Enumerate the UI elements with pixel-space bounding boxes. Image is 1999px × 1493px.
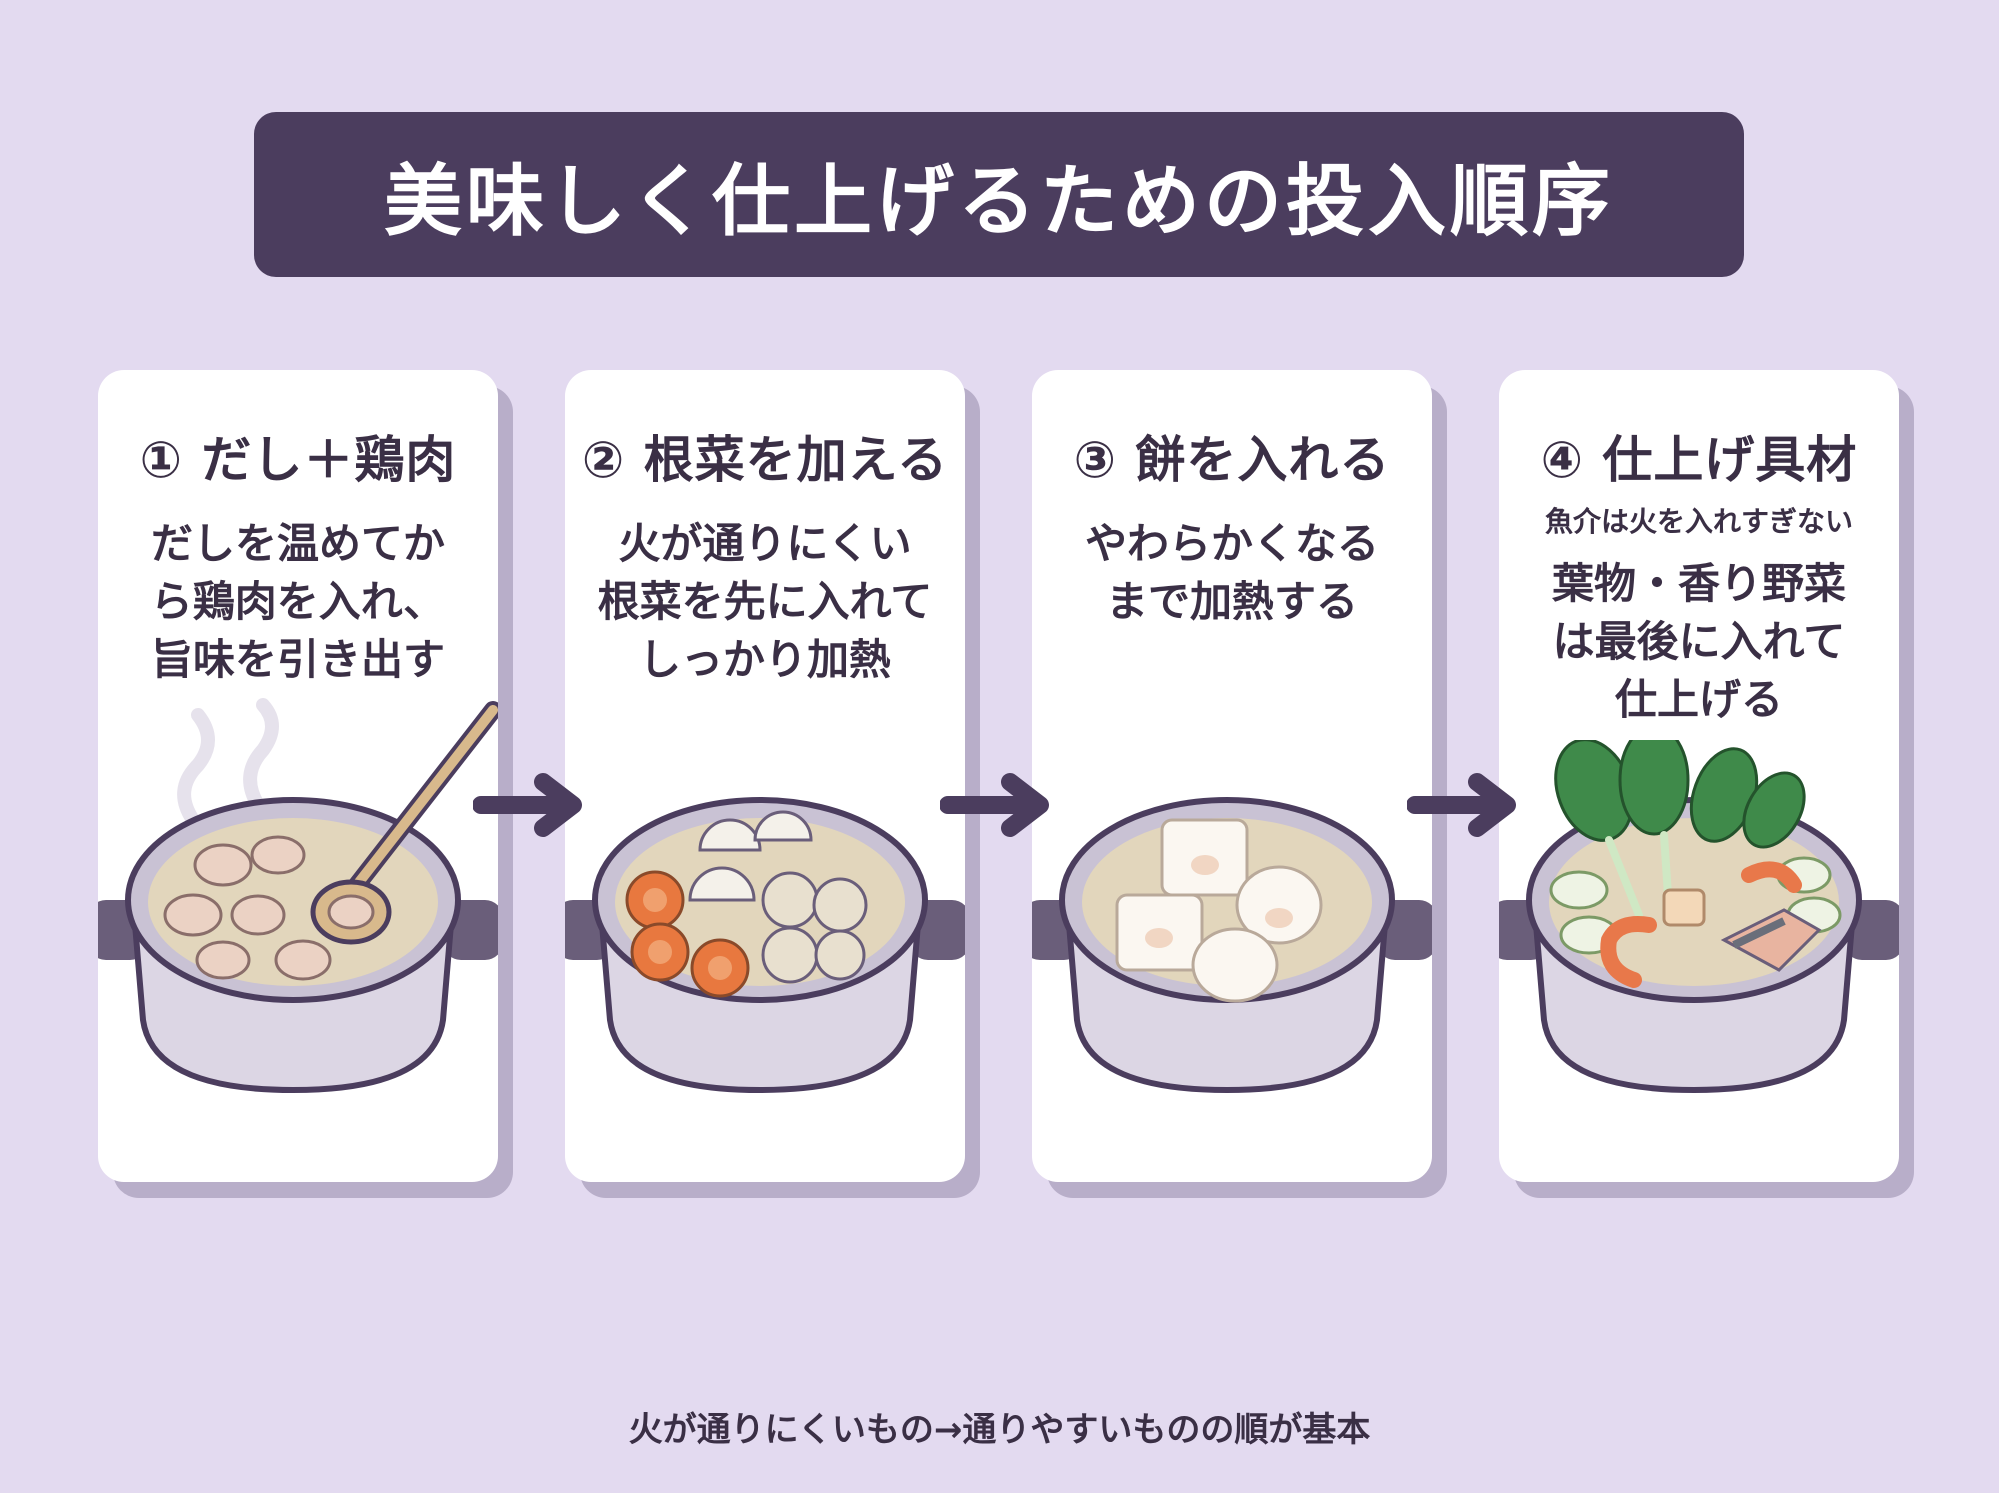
footer-note: 火が通りにくいもの→通りやすいものの順が基本 <box>628 1410 1371 1450</box>
pot-broth-chicken-illustration <box>98 698 498 1094</box>
step-heading: ① だし＋鶏肉 <box>139 431 457 489</box>
description-line: 火が通りにくい <box>618 519 912 568</box>
description-line: やわらかくなる <box>1084 519 1379 568</box>
step-heading: ② 根菜を加える <box>581 431 949 489</box>
arrow-right-icon <box>1407 773 1516 837</box>
title-banner: 美味しく仕上げるための投入順序 <box>254 112 1744 277</box>
arrow-right-icon <box>940 773 1049 837</box>
description-line: 根菜を先に入れて <box>597 577 933 626</box>
step-card-4: ④ 仕上げ具材 魚介は火を入れすぎない 葉物・香り野菜 は最後に入れて 仕上げる <box>1499 370 1899 1182</box>
description-line: は最後に入れて <box>1552 617 1846 666</box>
step-description: 葉物・香り野菜 は最後に入れて 仕上げる <box>1509 555 1889 729</box>
pot-mochi-illustration <box>1032 797 1432 1094</box>
step-heading: ③ 餅を入れる <box>1073 431 1391 489</box>
description-line: まで加熱する <box>1105 577 1358 626</box>
step-description: やわらかくなる まで加熱する <box>1042 515 1422 631</box>
pot-finishing-ingredients-illustration <box>1499 740 1899 1094</box>
arrow-right-icon <box>473 773 582 837</box>
step-description: だしを温めてか ら鶏肉を入れ、 旨味を引き出す <box>108 515 488 689</box>
description-line: 仕上げる <box>1614 675 1783 724</box>
step-card-3: ③ 餅を入れる やわらかくなる まで加熱する <box>1032 370 1432 1182</box>
step-card-2: ② 根菜を加える 火が通りにくい 根菜を先に入れて しっかり加熱 <box>565 370 965 1182</box>
step-card-1: ① だし＋鶏肉 だしを温めてか ら鶏肉を入れ、 旨味を引き出す <box>98 370 498 1182</box>
description-line: 葉物・香り野菜 <box>1551 559 1846 608</box>
page-title: 美味しく仕上げるための投入順序 <box>383 156 1614 247</box>
step-note: 魚介は火を入れすぎない <box>1544 505 1853 538</box>
step-heading: ④ 仕上げ具材 <box>1540 431 1858 489</box>
description-line: だしを温めてか <box>150 519 445 568</box>
pot-root-vegetables-illustration <box>565 797 965 1094</box>
step-description: 火が通りにくい 根菜を先に入れて しっかり加熱 <box>575 515 955 689</box>
description-line: しっかり加熱 <box>638 635 891 684</box>
description-line: ら鶏肉を入れ、 <box>150 577 446 626</box>
description-line: 旨味を引き出す <box>150 635 445 684</box>
